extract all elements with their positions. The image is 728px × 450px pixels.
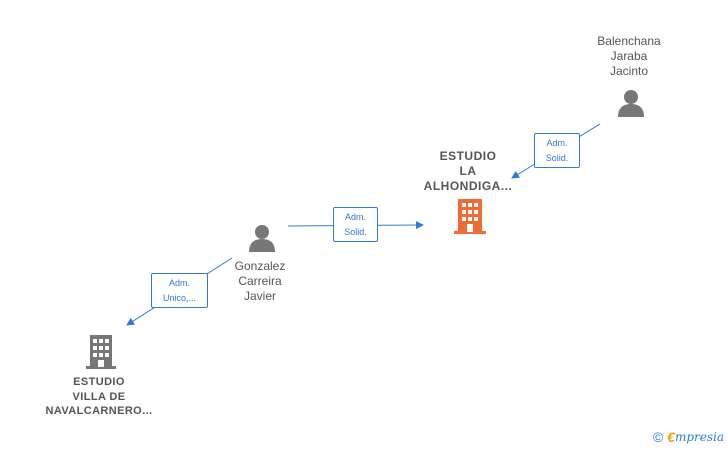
name-line: Gonzalez (234, 259, 286, 273)
building-icon[interactable] (454, 199, 486, 234)
role-line: Unico,... (162, 293, 196, 303)
person-name-balenchana[interactable]: Balenchana Jaraba Jacinto (585, 34, 673, 79)
role-line: Solid. (344, 227, 367, 237)
role-badge-adm-unico[interactable]: Adm. Unico,... (151, 273, 208, 308)
role-line: Adm. (344, 212, 366, 222)
name-line: ALHONDIGA... (423, 179, 513, 193)
copyright-symbol: © (652, 429, 664, 445)
name-line: ESTUDIO (73, 376, 125, 388)
name-line: Carreira (238, 274, 282, 288)
role-badge-adm-solid[interactable]: Adm. Solid. (534, 133, 580, 168)
person-name-gonzalez[interactable]: Gonzalez Carreira Javier (216, 259, 304, 304)
brand-footer[interactable]: © € mpresia (653, 429, 724, 445)
person-icon[interactable] (616, 89, 646, 117)
person-icon[interactable] (247, 224, 277, 252)
name-line: Jaraba (610, 49, 648, 63)
role-line: Solid. (545, 153, 569, 163)
building-icon[interactable] (86, 335, 116, 369)
company-name-navalcarnero[interactable]: ESTUDIO VILLA DE NAVALCARNERO... (34, 375, 164, 419)
name-line: NAVALCARNERO... (45, 405, 153, 417)
company-name-alhondiga[interactable]: ESTUDIO LA ALHONDIGA... (408, 149, 528, 194)
brand-logo-text: mpresia (674, 430, 724, 444)
role-line: Adm. (168, 278, 190, 288)
name-line: LA (459, 164, 477, 178)
role-badge-adm-solid[interactable]: Adm. Solid. (333, 207, 378, 242)
name-line: ESTUDIO (439, 149, 497, 163)
name-line: VILLA DE (72, 390, 126, 403)
name-line: Balenchana (597, 34, 661, 48)
brand-logo-initial: € (667, 429, 675, 445)
name-line: Javier (243, 289, 276, 303)
role-line: Adm. (546, 138, 568, 148)
name-line: Jacinto (609, 64, 649, 78)
